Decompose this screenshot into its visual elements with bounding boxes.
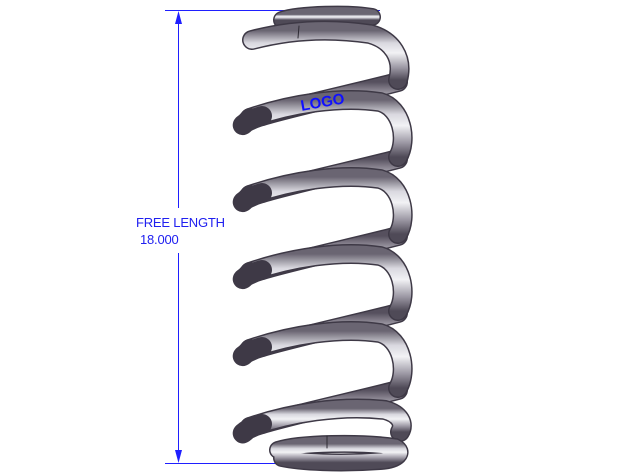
spring-bottom-end-coil: [269, 434, 409, 472]
arrow-down-icon: [175, 450, 182, 463]
coil-spring: [232, 5, 413, 472]
dimension-value: 18.000: [140, 232, 179, 247]
spring-top-end-coil: [273, 5, 381, 29]
dimension-title: FREE LENGTH: [136, 215, 225, 230]
spring-left-bends: [232, 106, 272, 444]
arrow-up-icon: [175, 11, 182, 24]
top-coil-seam-line: [297, 25, 300, 39]
spring-front-strands: [240, 20, 413, 442]
